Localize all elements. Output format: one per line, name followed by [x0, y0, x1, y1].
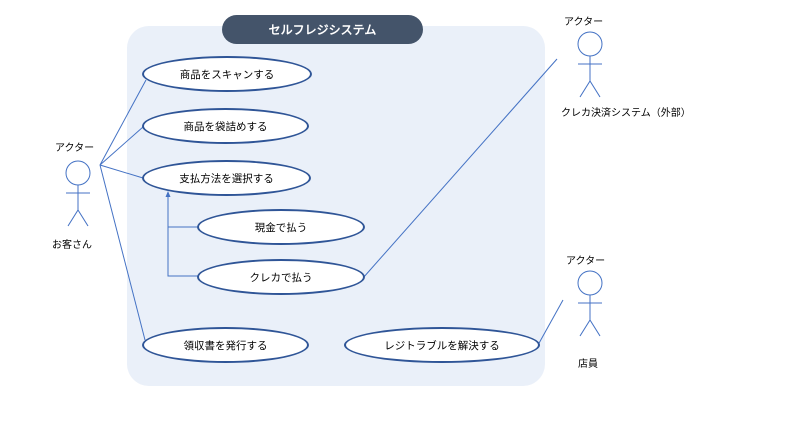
assoc-pay-card-card-system	[362, 58, 558, 279]
system-title: セルフレジシステム	[222, 15, 423, 44]
actor-clerk-figure	[577, 270, 603, 337]
generalization-arrowhead	[165, 191, 171, 197]
assoc-customer-receipt	[99, 164, 146, 341]
assoc-customer-choose-payment	[99, 164, 144, 179]
usecase-pay-card[interactable]: クレカで払う	[197, 259, 365, 295]
actor-customer-name: お客さん	[52, 240, 92, 251]
usecase-scan[interactable]: 商品をスキャンする	[142, 56, 312, 92]
assoc-customer-scan	[99, 79, 147, 166]
generalization-pay-card	[167, 196, 198, 277]
actor-card-system-stereotype: アクター	[564, 17, 604, 28]
usecase-resolve-trouble[interactable]: レジトラブルを解決する	[344, 327, 540, 363]
usecase-receipt[interactable]: 領収書を発行する	[142, 327, 309, 363]
actor-clerk-name: 店員	[578, 359, 598, 370]
actor-customer-figure	[65, 160, 91, 227]
actor-clerk-stereotype: アクター	[566, 256, 606, 267]
actor-card-system-figure	[577, 31, 603, 98]
usecase-pay-cash[interactable]: 現金で払う	[197, 209, 365, 245]
actor-card-system-name: クレカ決済システム（外部）	[561, 108, 691, 119]
actor-customer-stereotype: アクター	[55, 143, 95, 154]
usecase-bag[interactable]: 商品を袋詰めする	[142, 108, 309, 144]
generalization-pay-cash	[167, 196, 198, 228]
assoc-resolve-trouble-clerk	[537, 299, 564, 346]
assoc-customer-bag	[99, 126, 144, 166]
usecase-choose-payment[interactable]: 支払方法を選択する	[142, 160, 311, 196]
